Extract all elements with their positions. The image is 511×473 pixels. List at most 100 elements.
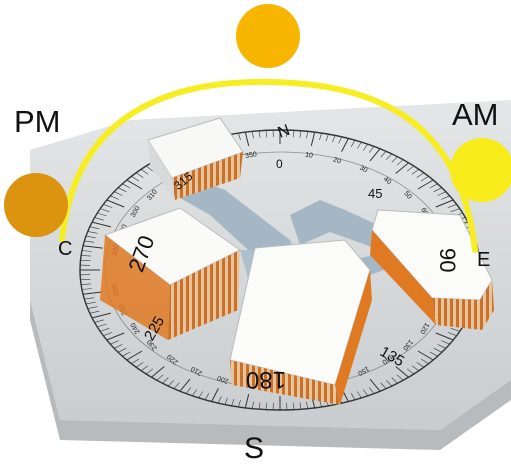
compass-tick xyxy=(380,382,387,389)
compass-tick xyxy=(350,140,356,147)
sun-am-icon xyxy=(450,138,511,202)
compass-tick xyxy=(156,374,164,381)
compass-tick xyxy=(369,148,381,162)
compass-tick xyxy=(429,183,438,189)
compass-tick xyxy=(406,165,414,172)
bearing-label-240: 240 xyxy=(130,321,142,335)
compass-tick xyxy=(81,250,92,252)
compass-tick xyxy=(391,156,398,163)
compass-tick xyxy=(251,401,254,409)
compass-tick xyxy=(258,130,261,138)
bearing-label-20: 20 xyxy=(332,156,342,165)
bearing-label-90: 90 xyxy=(435,248,460,272)
compass-tick xyxy=(106,332,125,341)
compass-tick xyxy=(118,187,127,193)
building-north xyxy=(147,117,244,200)
compass-tick xyxy=(244,131,250,147)
compass-tick xyxy=(122,351,131,357)
compass-tick xyxy=(224,397,228,405)
compass-tick xyxy=(110,340,120,345)
compass-tick xyxy=(97,323,107,328)
compass-tick xyxy=(416,172,425,178)
compass-tick xyxy=(211,388,219,402)
compass-tick xyxy=(81,283,92,285)
compass-tick xyxy=(435,199,454,208)
compass-tick xyxy=(429,351,438,357)
bearing-label-30: 30 xyxy=(358,165,368,175)
compass-tick xyxy=(416,362,425,368)
compass-tick xyxy=(310,131,316,147)
compass-tick xyxy=(440,195,450,200)
bearing-label-40: 40 xyxy=(382,176,393,186)
compass-tick xyxy=(89,310,100,314)
am-label: AM xyxy=(452,97,499,132)
compass-tick xyxy=(325,134,329,142)
compass-tick xyxy=(447,204,457,208)
compass-tick xyxy=(131,358,139,364)
compass-tick xyxy=(411,365,420,371)
bearing-label-0: 0 xyxy=(276,157,283,171)
bearing-label-210: 210 xyxy=(190,364,204,376)
bearing-label-150: 150 xyxy=(356,365,370,377)
compass-tick xyxy=(437,344,446,349)
compass-tick xyxy=(162,377,169,384)
compass-tick xyxy=(122,183,131,189)
compass-tick xyxy=(135,362,144,368)
compass-tick xyxy=(369,378,381,392)
compass-tick xyxy=(433,347,442,353)
compass-tick xyxy=(91,221,112,228)
compass-tick xyxy=(258,402,261,410)
compass-tick xyxy=(238,400,241,407)
compass-tick xyxy=(332,135,336,143)
sun-pm-icon xyxy=(4,173,68,237)
compass-tick xyxy=(87,306,98,309)
compass-tick xyxy=(97,212,107,217)
compass-tick xyxy=(131,176,139,182)
north-marker: N xyxy=(276,122,293,142)
compass-tick xyxy=(306,401,309,409)
compass-tick xyxy=(421,176,429,182)
compass-tick xyxy=(385,380,393,387)
compass-tick xyxy=(118,347,127,353)
compass-tick xyxy=(81,288,92,290)
compass-tick xyxy=(140,365,149,371)
compass-tick xyxy=(114,191,123,196)
compass-tick xyxy=(368,146,375,153)
compass-tick xyxy=(84,297,95,300)
compass-tick xyxy=(396,374,404,381)
east-marker: E xyxy=(477,249,490,271)
compass-tick xyxy=(80,259,91,261)
compass-tick xyxy=(185,387,192,394)
compass-tick xyxy=(435,332,454,341)
compass-tick xyxy=(395,366,409,378)
compass-tick xyxy=(94,319,104,323)
west-marker: C xyxy=(58,238,72,260)
compass-tick xyxy=(440,340,450,345)
compass-tick xyxy=(341,138,349,152)
compass-tick xyxy=(89,226,100,230)
compass-tick xyxy=(110,195,120,200)
compass-tick xyxy=(106,199,125,208)
ground-edge xyxy=(30,300,511,450)
compass-tick xyxy=(217,396,222,404)
compass-tick xyxy=(265,130,267,138)
compass-tick xyxy=(293,402,295,410)
compass-tick xyxy=(231,398,235,406)
compass-tick xyxy=(82,291,103,295)
compass-tick xyxy=(368,387,375,394)
compass-tick xyxy=(82,245,103,249)
compass-tick xyxy=(421,358,429,364)
compass-tick xyxy=(100,208,110,212)
compass-tick xyxy=(319,133,322,140)
south-label: S xyxy=(244,432,265,465)
bearing-label-180: 180 xyxy=(246,366,286,393)
compass-tick xyxy=(391,377,398,384)
building-south xyxy=(229,239,372,405)
compass-tick xyxy=(146,368,154,375)
compass-tick xyxy=(299,402,302,410)
compass-tick xyxy=(126,179,143,190)
bearing-label-45: 45 xyxy=(368,186,382,201)
building-west xyxy=(100,207,241,340)
compass-tick xyxy=(179,378,191,392)
